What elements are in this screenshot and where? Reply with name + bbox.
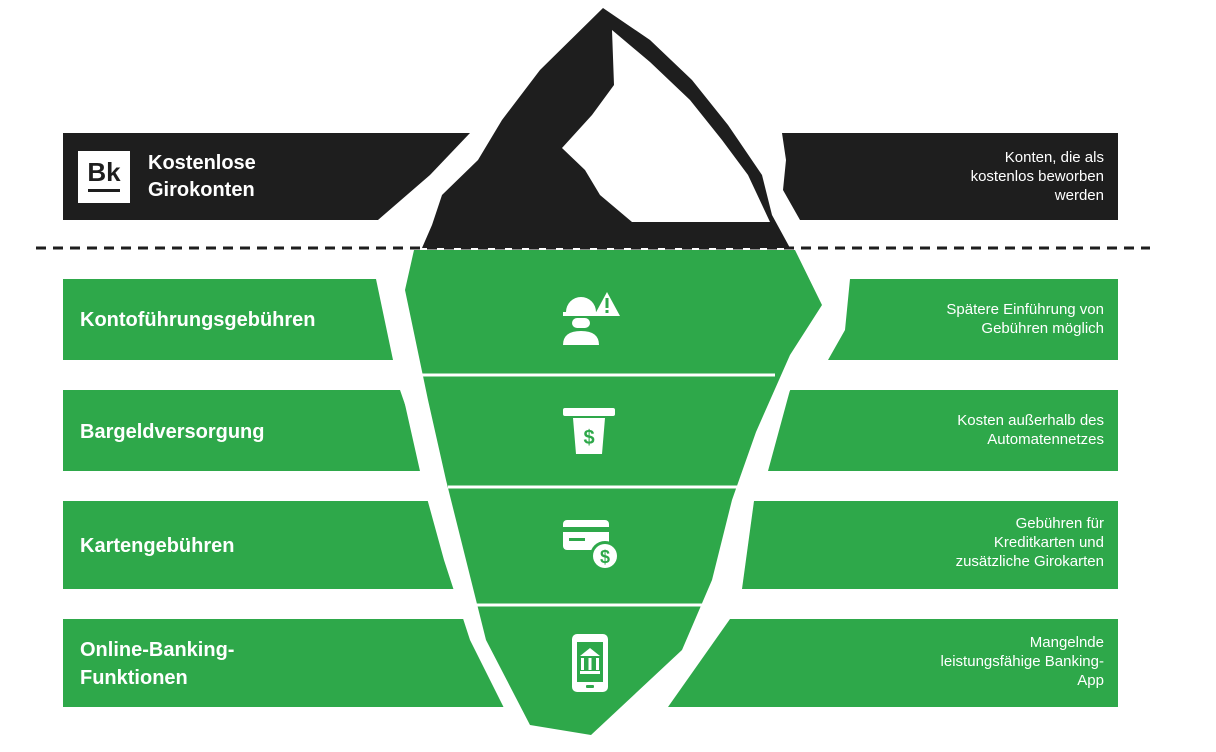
row-description-3: Gebühren für Kreditkarten und zusätzlich… bbox=[955, 515, 1104, 570]
top-title: Kostenlose Girokonten bbox=[148, 152, 256, 201]
top-description: Konten, die als kostenlos beworben werde… bbox=[970, 149, 1104, 204]
worker-warning-icon bbox=[563, 292, 620, 345]
brand-logo: Bk bbox=[78, 151, 130, 203]
row-title-3: Kartengebühren bbox=[80, 535, 235, 557]
row-title-4: Online-Banking- Funktionen bbox=[80, 639, 235, 689]
card-dollar-icon: $ bbox=[563, 520, 620, 571]
row-title-2: Bargeldversorgung bbox=[80, 421, 265, 443]
top-left-band bbox=[63, 133, 470, 220]
iceberg-snow bbox=[562, 30, 770, 222]
brand-logo-underline bbox=[88, 189, 120, 192]
iceberg-underwater bbox=[405, 250, 822, 735]
row-title-1: Kontoführungsgebühren bbox=[80, 309, 316, 331]
row-band-left-2 bbox=[63, 390, 428, 471]
mobile-bank-icon bbox=[572, 634, 608, 692]
row-band-right-2 bbox=[768, 390, 1118, 471]
top-right-band bbox=[782, 133, 1118, 220]
brand-logo-text: Bk bbox=[87, 157, 121, 187]
row-description-4: Mangelnde leistungsfähige Banking- App bbox=[940, 634, 1104, 689]
svg-text:$: $ bbox=[600, 547, 610, 567]
row-band-left-1 bbox=[63, 279, 393, 360]
row-band-right-1 bbox=[828, 279, 1118, 360]
row-band-left-3 bbox=[63, 501, 458, 589]
row-description-1: Spätere Einführung von Gebühren möglich bbox=[946, 301, 1104, 337]
row-band-right-4 bbox=[668, 619, 1118, 707]
row-description-2: Kosten außerhalb des Automatennetzes bbox=[957, 412, 1104, 448]
atm-cash-icon: $ bbox=[563, 408, 615, 454]
row-band-left-4 bbox=[63, 619, 516, 707]
row-band-right-3 bbox=[742, 501, 1118, 589]
svg-text:$: $ bbox=[583, 427, 594, 449]
